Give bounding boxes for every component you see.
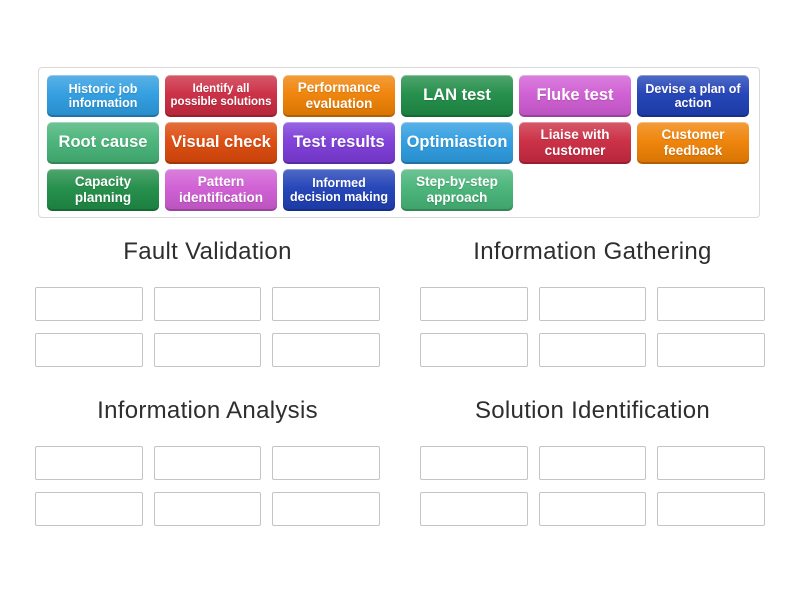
tile-tray: Historic job information Identify all po… bbox=[38, 67, 760, 218]
group-information-analysis: Information Analysis bbox=[35, 397, 380, 526]
tile-label: LAN test bbox=[423, 86, 491, 105]
empty-slot-solution-identification-5[interactable] bbox=[538, 492, 647, 526]
tile-fluke-test[interactable]: Fluke test bbox=[519, 74, 631, 117]
tile-label: Customer feedback bbox=[661, 127, 725, 158]
tile-label: Liaise with customer bbox=[540, 127, 610, 158]
tile-label: Performance evaluation bbox=[297, 80, 381, 111]
tile-customer-feedback[interactable]: Customer feedback bbox=[637, 121, 749, 164]
tile-identify-all-possible-solutions[interactable]: Identify all possible solutions bbox=[165, 74, 277, 117]
tile-root-cause[interactable]: Root cause bbox=[47, 121, 159, 164]
tile-label: Informed decision making bbox=[290, 175, 388, 204]
empty-slot-information-analysis-3[interactable] bbox=[272, 446, 380, 480]
empty-slot-solution-identification-6[interactable] bbox=[657, 492, 765, 526]
empty-slot-information-gathering-6[interactable] bbox=[657, 333, 765, 367]
tile-liaise-with-customer[interactable]: Liaise with customer bbox=[519, 121, 631, 164]
tile-label: Historic job information bbox=[68, 81, 138, 110]
tile-performance-evaluation[interactable]: Performance evaluation bbox=[283, 74, 395, 117]
tile-step-by-step-approach[interactable]: Step-by-step approach bbox=[401, 168, 513, 211]
group-solution-identification: Solution Identification bbox=[420, 397, 765, 526]
empty-slot-fault-validation-1[interactable] bbox=[35, 287, 143, 321]
tile-label: Identify all possible solutions bbox=[170, 82, 272, 108]
empty-slot-information-gathering-5[interactable] bbox=[538, 333, 647, 367]
empty-slot-information-analysis-4[interactable] bbox=[35, 492, 143, 526]
empty-slot-fault-validation-4[interactable] bbox=[35, 333, 143, 367]
empty-slot-information-gathering-2[interactable] bbox=[538, 287, 647, 321]
tile-label: Visual check bbox=[171, 133, 271, 152]
empty-slot-information-analysis-6[interactable] bbox=[272, 492, 380, 526]
empty-slot-information-gathering-3[interactable] bbox=[657, 287, 765, 321]
tile-capacity-planning[interactable]: Capacity planning bbox=[47, 168, 159, 211]
empty-slot-solution-identification-3[interactable] bbox=[657, 446, 765, 480]
category-title: Solution Identification bbox=[474, 397, 711, 424]
tile-optimiastion[interactable]: Optimiastion bbox=[401, 121, 513, 164]
group-information-gathering: Information Gathering bbox=[420, 238, 765, 367]
tile-test-results[interactable]: Test results bbox=[283, 121, 395, 164]
tile-visual-check[interactable]: Visual check bbox=[165, 121, 277, 164]
category-title: Fault Validation bbox=[123, 238, 292, 265]
tile-label: Capacity planning bbox=[74, 174, 132, 205]
tile-label: Devise a plan of action bbox=[645, 81, 741, 110]
empty-slot-fault-validation-2[interactable] bbox=[153, 287, 262, 321]
tile-label: Fluke test bbox=[536, 86, 614, 105]
slot-grid bbox=[420, 287, 765, 367]
tile-informed-decision-making[interactable]: Informed decision making bbox=[283, 168, 395, 211]
empty-slot-solution-identification-1[interactable] bbox=[420, 446, 528, 480]
slot-grid bbox=[420, 446, 765, 526]
category-title: Information Gathering bbox=[473, 238, 712, 265]
group-fault-validation: Fault Validation bbox=[35, 238, 380, 367]
empty-slot-fault-validation-3[interactable] bbox=[272, 287, 380, 321]
tile-devise-a-plan-of-action[interactable]: Devise a plan of action bbox=[637, 74, 749, 117]
tile-label: Optimiastion bbox=[406, 133, 508, 152]
empty-slot-information-gathering-1[interactable] bbox=[420, 287, 528, 321]
tile-historic-job-information[interactable]: Historic job information bbox=[47, 74, 159, 117]
empty-slot-solution-identification-4[interactable] bbox=[420, 492, 528, 526]
tile-lan-test[interactable]: LAN test bbox=[401, 74, 513, 117]
category-groups: Fault Validation Information Gathering I… bbox=[35, 238, 765, 526]
tile-label: Test results bbox=[293, 133, 385, 152]
tile-label: Step-by-step approach bbox=[416, 174, 498, 205]
tile-label: Root cause bbox=[58, 133, 148, 152]
empty-slot-information-analysis-5[interactable] bbox=[153, 492, 262, 526]
empty-slot-information-analysis-2[interactable] bbox=[153, 446, 262, 480]
slot-grid bbox=[35, 446, 380, 526]
empty-slot-solution-identification-2[interactable] bbox=[538, 446, 647, 480]
empty-slot-information-analysis-1[interactable] bbox=[35, 446, 143, 480]
empty-slot-fault-validation-6[interactable] bbox=[272, 333, 380, 367]
tile-label: Pattern identification bbox=[179, 174, 263, 205]
empty-slot-information-gathering-4[interactable] bbox=[420, 333, 528, 367]
category-title: Information Analysis bbox=[97, 397, 318, 424]
slot-grid bbox=[35, 287, 380, 367]
empty-slot-fault-validation-5[interactable] bbox=[153, 333, 262, 367]
tile-pattern-identification[interactable]: Pattern identification bbox=[165, 168, 277, 211]
